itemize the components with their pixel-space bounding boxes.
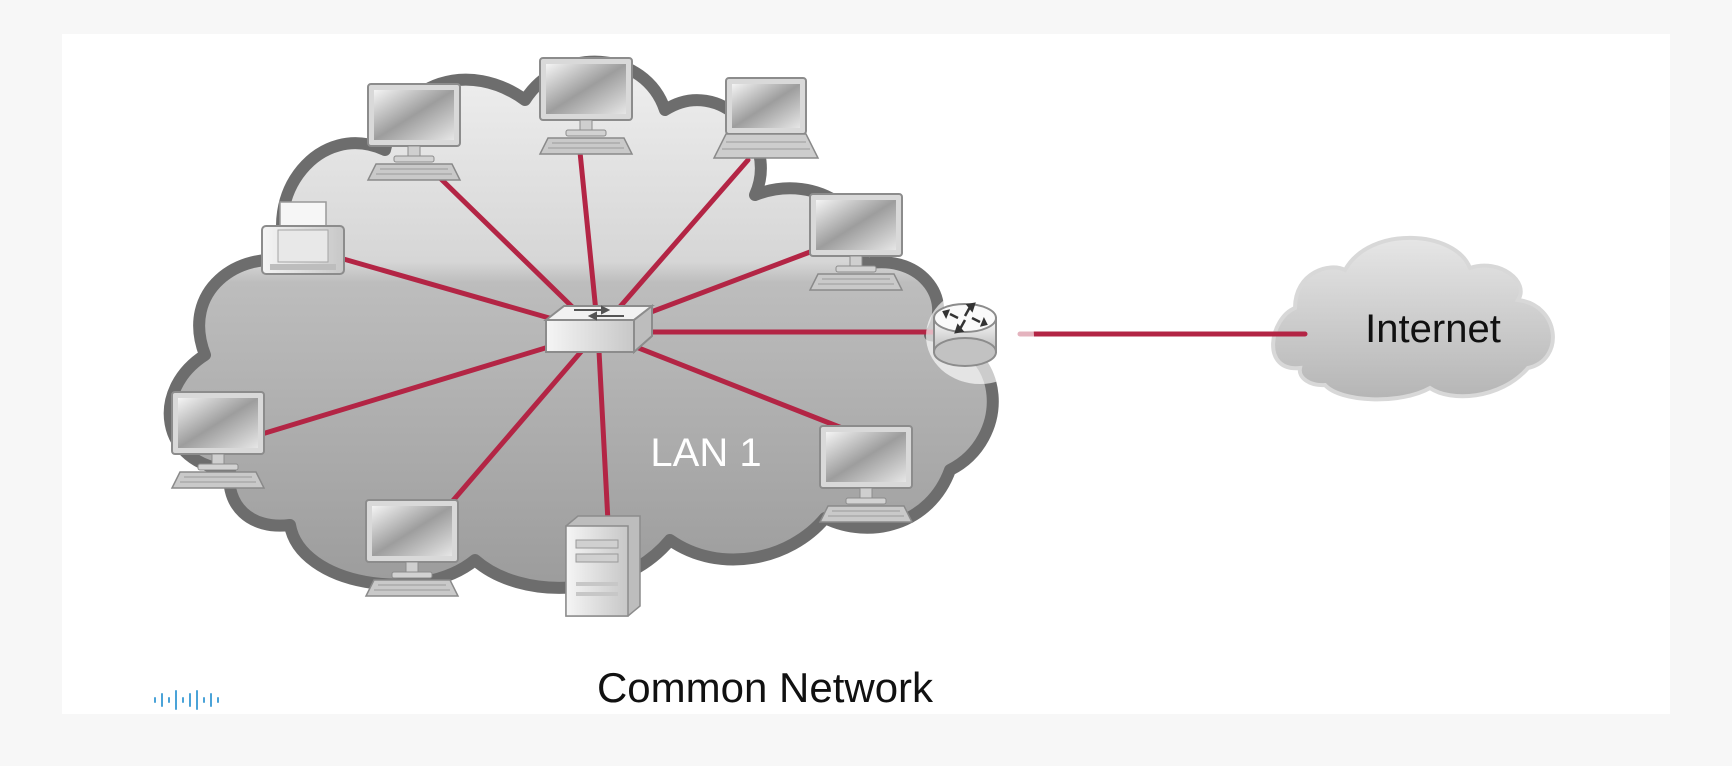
internet-cloud <box>1271 235 1555 402</box>
desktop-icon <box>171 391 265 489</box>
lan-label: LAN 1 <box>650 431 761 475</box>
desktop-icon <box>809 193 903 291</box>
desktop-icon <box>365 499 459 597</box>
laptop-icon <box>713 77 819 159</box>
desktop-icon <box>539 57 633 155</box>
desktop-icon <box>367 83 461 181</box>
cisco-logo <box>154 690 219 710</box>
internet-label: Internet <box>1365 307 1501 351</box>
desktop-icon <box>819 425 913 523</box>
router-icon <box>926 288 1034 384</box>
server-icon <box>565 515 641 617</box>
link-switch-server <box>595 329 611 525</box>
switch-icon <box>543 303 655 355</box>
link-switch-pc-left <box>259 329 601 437</box>
link-switch-laptop <box>595 157 751 335</box>
diagram-caption: Common Network <box>596 664 934 711</box>
link-switch-pc-bottom-left <box>435 329 601 521</box>
link-switch-pc-top-center <box>577 149 601 335</box>
